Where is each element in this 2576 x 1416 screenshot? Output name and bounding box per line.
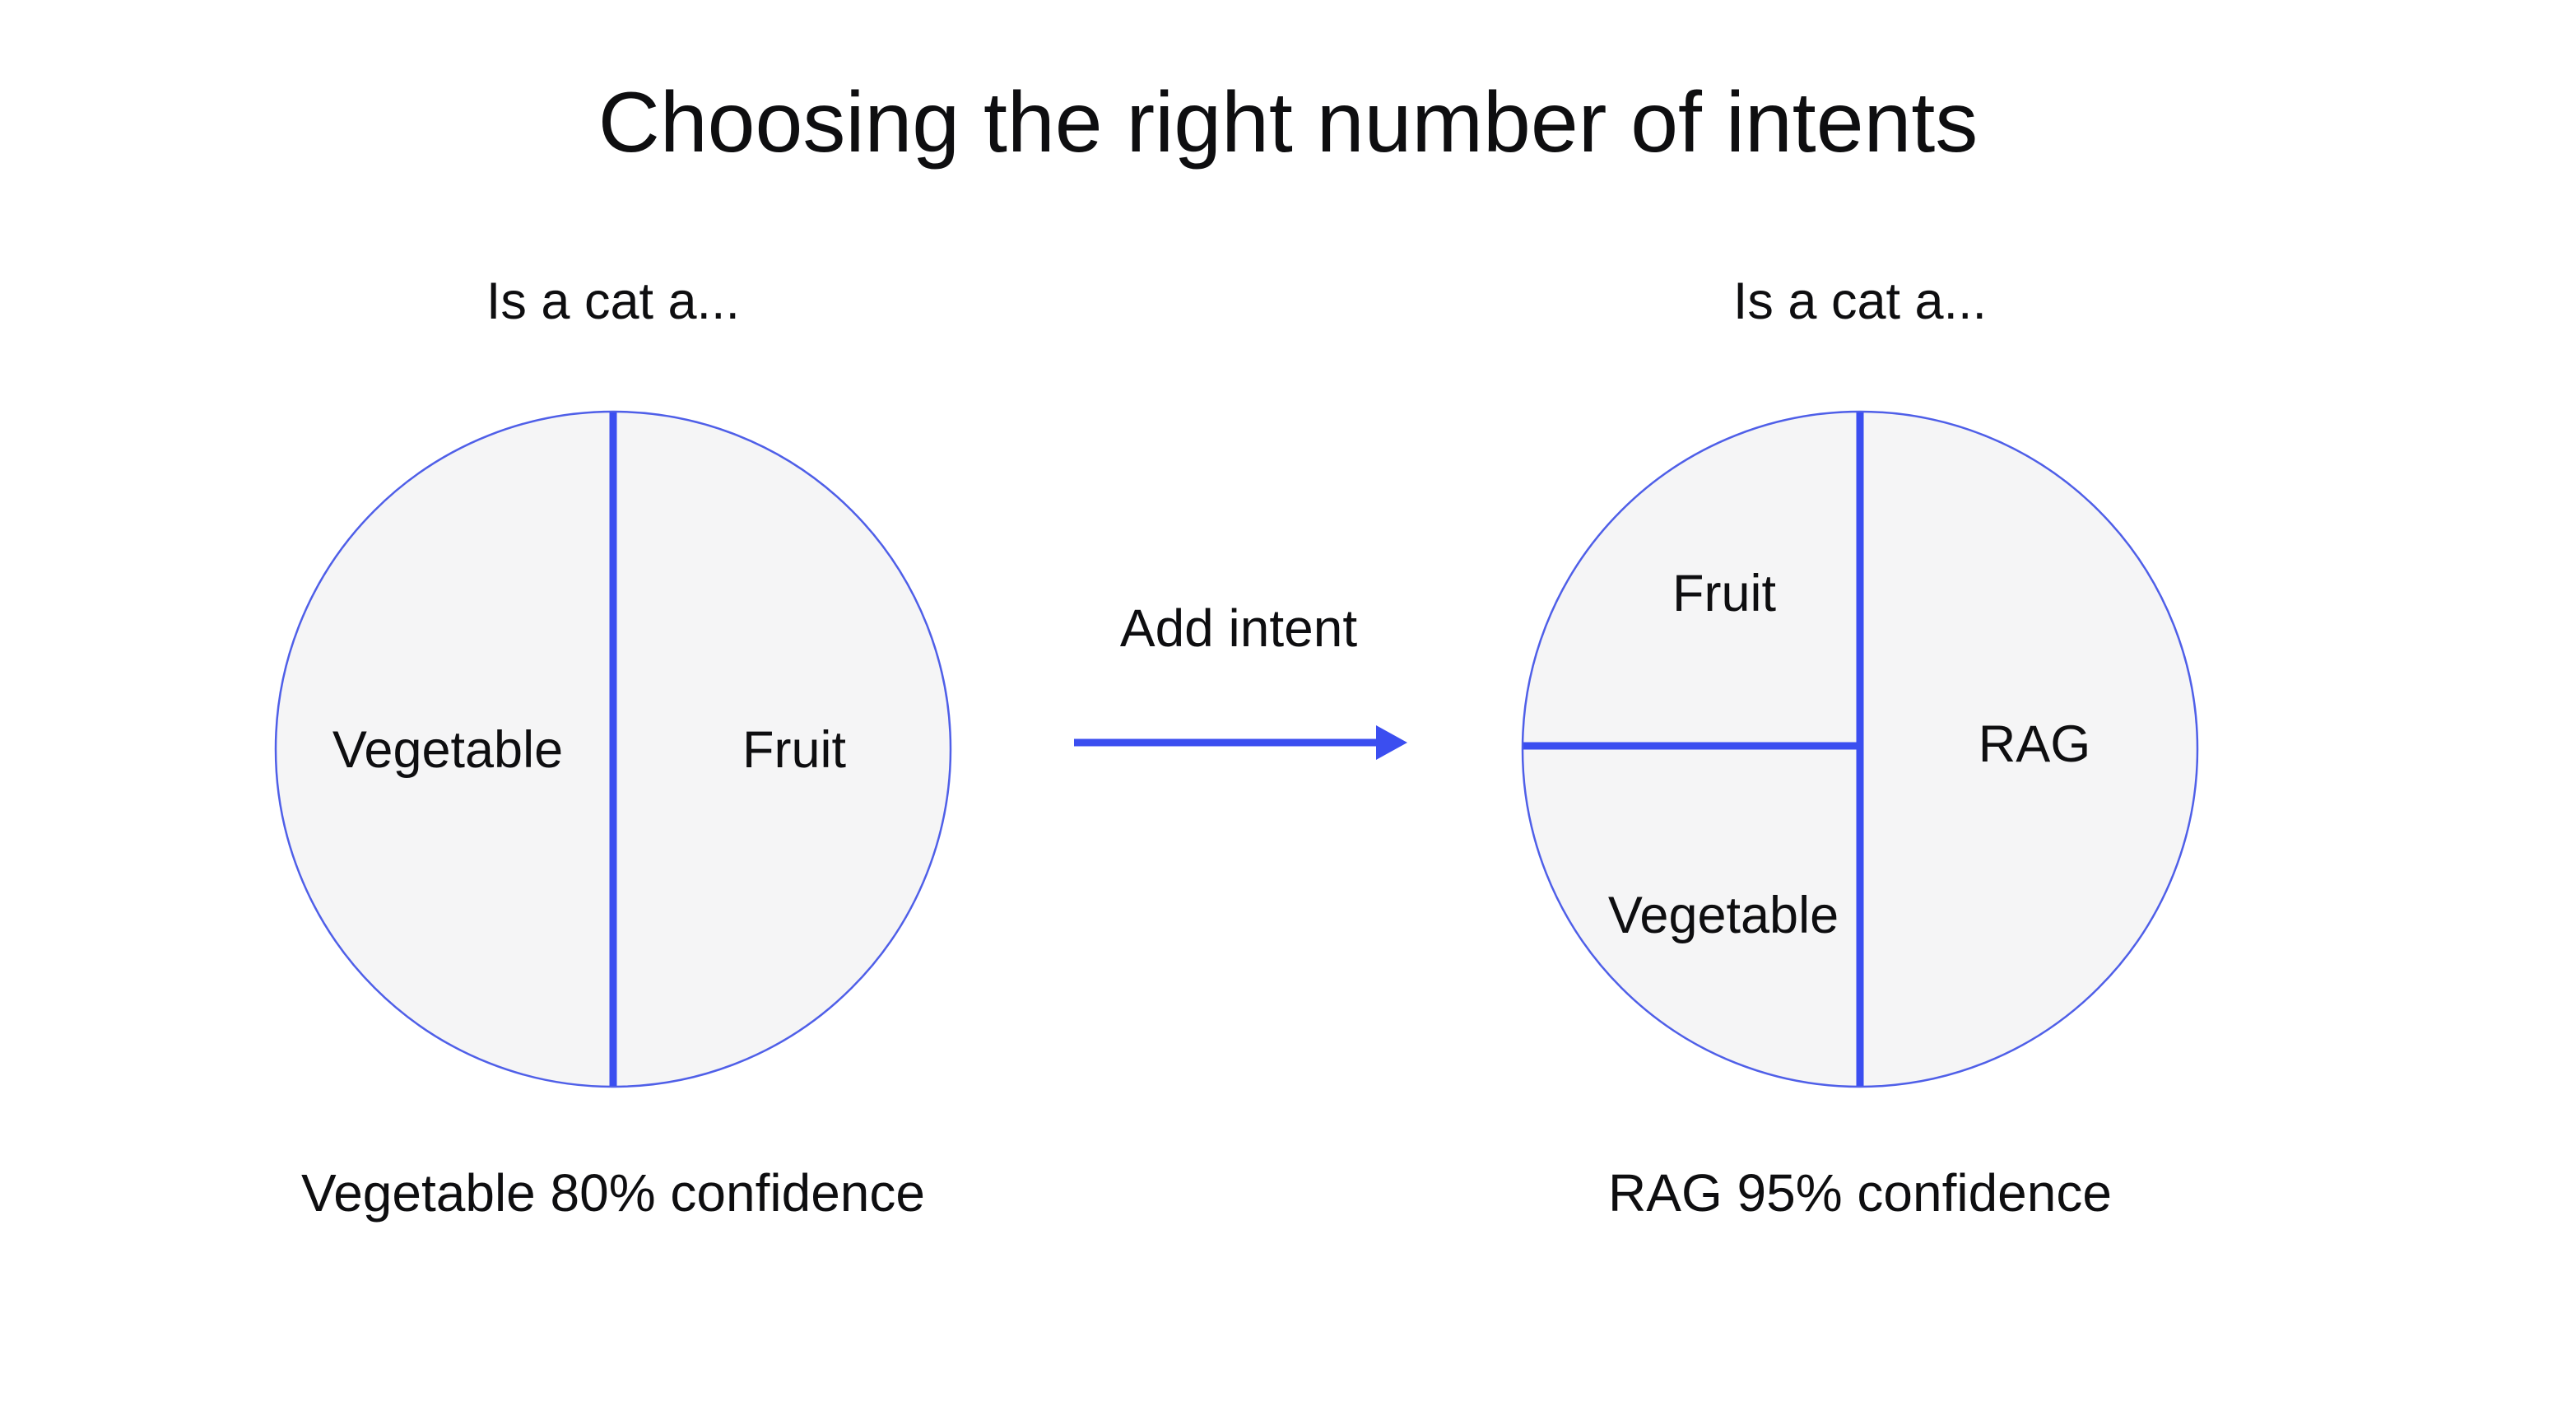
- slice-label-fruit: Fruit: [1672, 565, 1776, 622]
- add-intent-label: Add intent: [1119, 599, 1358, 658]
- slice-label-vegetable: Vegetable: [332, 721, 563, 779]
- slice-label-fruit: Fruit: [742, 721, 846, 779]
- left-question-label: Is a cat a...: [486, 272, 741, 330]
- page-title: Choosing the right number of intents: [598, 75, 1978, 170]
- left-caption: Vegetable 80% confidence: [301, 1163, 925, 1223]
- right-pie-chart: Fruit Vegetable RAG: [1521, 410, 2199, 1088]
- right-question-label: Is a cat a...: [1732, 272, 1988, 330]
- slice-label-rag: RAG: [1978, 715, 2091, 773]
- slice-label-vegetable: Vegetable: [1608, 887, 1839, 944]
- arrow-head: [1376, 725, 1407, 760]
- left-pie-chart: Vegetable Fruit: [274, 410, 952, 1088]
- right-arrow-icon: [1074, 725, 1407, 760]
- right-caption: RAG 95% confidence: [1608, 1163, 2112, 1223]
